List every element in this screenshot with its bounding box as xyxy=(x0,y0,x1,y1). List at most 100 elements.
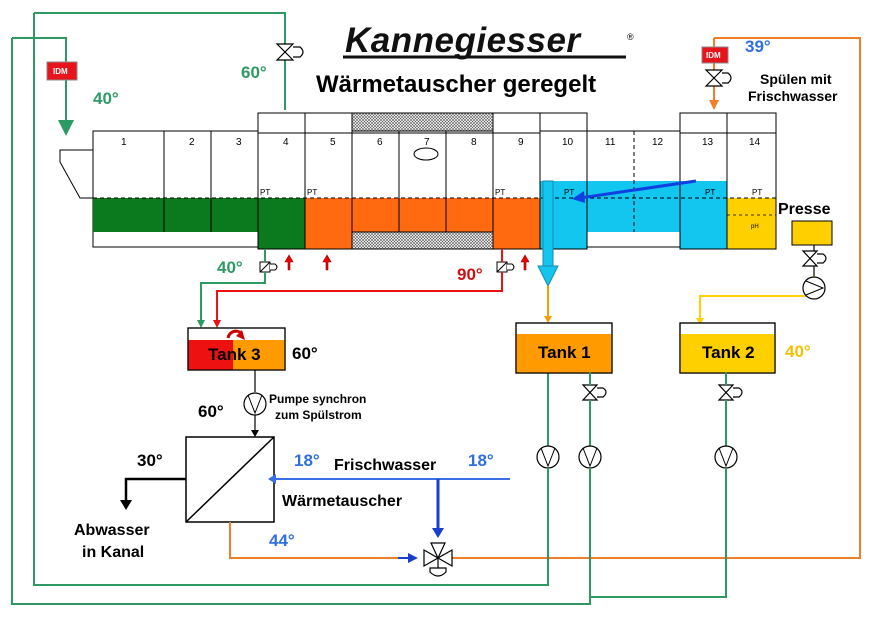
pump-label-line1: Pumpe synchron xyxy=(269,392,366,406)
temp-fresh-left: 18° xyxy=(294,451,320,470)
press-label: Presse xyxy=(778,201,831,218)
press-box xyxy=(791,220,833,246)
washer-cell10-frame xyxy=(539,112,588,250)
temp-hx-out: 44° xyxy=(269,531,295,550)
pt-label: PT xyxy=(752,188,762,197)
red-drain-pipe xyxy=(216,249,503,322)
tank1-label: Tank 1 xyxy=(538,343,591,362)
washer-mesh-bottom xyxy=(351,231,494,250)
blue-counterflow-arrow xyxy=(579,179,697,200)
temp-valve-top: 60° xyxy=(241,63,267,82)
svg-text:IDM: IDM xyxy=(53,67,68,76)
mixing-valve-icon[interactable] xyxy=(423,542,453,577)
green-pipe-inlet xyxy=(12,37,74,136)
thermo-valve-left-icon[interactable] xyxy=(259,261,278,273)
red-up-arrow-icon xyxy=(284,254,294,271)
valve-tank2-icon[interactable] xyxy=(717,384,743,401)
washer-right-frame xyxy=(679,112,777,250)
waste-pipe xyxy=(124,477,186,502)
fresh-water-arrow xyxy=(268,474,276,484)
page-title: Wärmetauscher geregelt xyxy=(316,71,596,98)
hx-to-mixer-arrow xyxy=(408,553,418,563)
yellow-press-arrow xyxy=(696,318,704,325)
fresh-to-mixer-arrow xyxy=(432,528,444,538)
green-drain-pipe xyxy=(200,249,266,322)
pt-label: PT xyxy=(705,188,715,197)
temp-tank3: 60° xyxy=(292,344,318,363)
sensor-oval xyxy=(413,147,439,161)
yellow-press-pipe xyxy=(699,276,815,320)
zone-blue-13 xyxy=(680,181,727,249)
blue-counterflow-arrowhead xyxy=(572,191,585,203)
temp-rinse-top: 39° xyxy=(745,37,771,56)
temp-drain-left: 40° xyxy=(217,258,243,277)
cell-number: 2 xyxy=(189,137,195,148)
cell-number: 7 xyxy=(424,137,430,148)
green-drain-arrow xyxy=(197,320,205,328)
heat-exchanger xyxy=(185,436,275,523)
orange-arrow-rinse xyxy=(709,100,719,110)
temp-tank2: 40° xyxy=(785,342,811,361)
cell-number: 3 xyxy=(236,137,242,148)
waste-label-line1: Abwasser xyxy=(74,522,150,539)
ph-label: pH xyxy=(751,224,759,230)
red-up-arrow-icon xyxy=(322,254,332,271)
cell-number: 8 xyxy=(471,137,477,148)
red-up-arrow-icon xyxy=(520,254,530,271)
rinse-label-line1: Spülen mit xyxy=(760,71,832,87)
tank1-pump-icon[interactable] xyxy=(536,445,560,469)
zone-yellow-14 xyxy=(727,198,776,249)
tank2-pump-icon[interactable] xyxy=(714,445,738,469)
zone-green-deep xyxy=(258,198,305,249)
cell-number: 12 xyxy=(652,137,664,148)
zone-orange-deep-left xyxy=(305,198,352,249)
valve-rinse-icon[interactable] xyxy=(704,69,732,87)
idm-right: IDM xyxy=(701,46,729,64)
tank3-pump-icon[interactable] xyxy=(243,392,267,416)
hx-out-pipe xyxy=(229,522,398,559)
washer-mesh-top xyxy=(351,112,494,132)
green-pipe-tank2 xyxy=(589,372,727,604)
cell-number: 4 xyxy=(283,137,289,148)
tank3-label: Tank 3 xyxy=(208,345,261,364)
pt-label: PT xyxy=(495,188,505,197)
temp-pump-out: 60° xyxy=(198,402,224,421)
cell-number: 11 xyxy=(605,137,616,148)
temp-fresh-right: 18° xyxy=(468,451,494,470)
svg-text:IDM: IDM xyxy=(706,51,721,60)
valve-top-icon[interactable] xyxy=(275,43,304,61)
blue-overflow-arrow xyxy=(537,180,559,288)
idm-left: IDM xyxy=(46,61,78,81)
cell-number: 13 xyxy=(702,137,714,148)
red-drain-arrow xyxy=(213,320,221,328)
pt-label: PT xyxy=(307,188,317,197)
cell-number: 9 xyxy=(518,137,524,148)
thermo-valve-right-icon[interactable] xyxy=(496,261,515,273)
brand-logo: Kannegiesser xyxy=(345,21,582,60)
pt-label: PT xyxy=(260,188,270,197)
green-pipe-top xyxy=(34,12,286,110)
waste-arrow xyxy=(120,500,132,510)
washer-top-right xyxy=(679,112,777,134)
pump-to-hx-arrow xyxy=(251,430,259,437)
tank3: Tank 3 xyxy=(187,327,286,371)
valve-press-icon[interactable] xyxy=(801,250,827,267)
heat-exchanger-label: Wärmetauscher xyxy=(282,493,402,510)
waste-label-line2: in Kanal xyxy=(82,544,144,561)
press-pump-icon[interactable] xyxy=(802,276,826,300)
zone-orange-deep-right xyxy=(493,198,540,249)
tank1-pump2-icon[interactable] xyxy=(578,445,602,469)
cell-number: 14 xyxy=(749,137,761,148)
cell-number: 10 xyxy=(562,137,574,148)
pump-label-line2: zum Spülstrom xyxy=(275,408,362,422)
temp-drain-right: 90° xyxy=(457,265,483,284)
tank2-label: Tank 2 xyxy=(702,343,755,362)
feed-hopper xyxy=(59,149,94,199)
tank1: Tank 1 xyxy=(515,322,613,374)
orange-to-tank1-arrow xyxy=(544,316,552,323)
cell-number: 6 xyxy=(377,137,383,148)
cell-number: 5 xyxy=(330,137,336,148)
valve-tank1-icon[interactable] xyxy=(581,384,607,401)
fresh-water-label: Frischwasser xyxy=(334,457,436,474)
